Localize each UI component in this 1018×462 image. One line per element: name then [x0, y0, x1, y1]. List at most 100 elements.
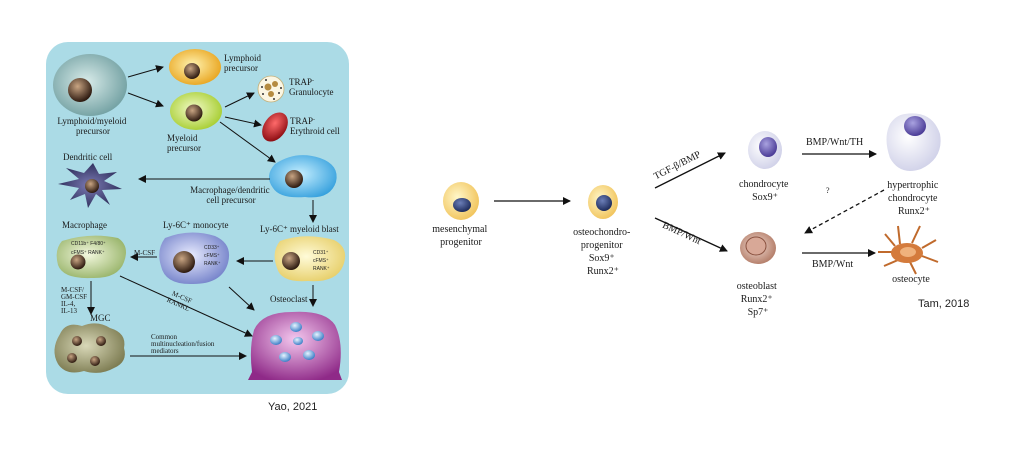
cytokine-label-1: M-CSF/: [61, 286, 84, 294]
left-panel-arrows: [87, 65, 317, 360]
svg-text:chondrocyte Sox9⁺: chondrocyte Sox9⁺: [739, 179, 791, 203]
macrophage-dendritic-precursor-cell: [268, 155, 337, 198]
monocyte-cell: [159, 232, 230, 285]
dendritic-label: Dendritic cell: [63, 152, 113, 162]
svg-text:Lymphoid/myeloid precursor: Lymphoid/myeloid precursor: [57, 116, 128, 136]
svg-text:Myeloid precursor: Myeloid precursor: [167, 133, 201, 153]
svg-text:TRAP- Granulocyte: TRAP- Granulocyte: [289, 74, 333, 97]
arrow-to-mac-dc: [219, 121, 276, 163]
monocyte-marker-2: cFMS⁺: [204, 253, 220, 259]
osteochondro-label-4: Runx2⁺: [587, 266, 619, 277]
arrow-hypertrophic-to-osteoblast: [804, 189, 885, 234]
bmp-wnt-th-label: BMP/Wnt/TH: [806, 137, 863, 148]
svg-text:osteochondro- progenitor: osteochondro- progenitor Sox9⁺ Runx2⁺: [573, 227, 633, 277]
osteochondro-label-3: Sox9⁺: [589, 253, 615, 264]
lymphoid-precursor-cell: [169, 49, 221, 85]
erythroid-trap-label: TRAP: [290, 116, 313, 126]
bmp-wnt-label-1: BMP/Wnt: [660, 220, 702, 247]
mac-dc-label-2: cell precursor: [206, 195, 255, 205]
fusion-label-3: mediators: [151, 347, 179, 355]
mcsf-label: M-CSF: [134, 249, 155, 257]
osteochondroprogenitor-cell: [588, 185, 618, 219]
blast-marker-2: cFMS⁺: [313, 258, 329, 264]
granulocyte-label: Granulocyte: [289, 87, 333, 97]
chondrocyte-label-1: chondrocyte: [739, 179, 789, 190]
cytokine-label-4: IL-13: [61, 307, 77, 315]
svg-text:Macrophage/dendritic cell: Macrophage/dendritic cell precursor: [190, 185, 272, 205]
monocyte-label: Ly-6C⁺ monocyte: [163, 220, 229, 230]
arrow-to-erythroid: [224, 116, 262, 128]
myeloid-label-2: precursor: [167, 143, 201, 153]
svg-text:CD31⁺ cFMS⁺ RANK⁺: CD31⁺ cFMS⁺ RANK⁺: [313, 250, 330, 272]
osteoblast-label-2: Runx2⁺: [741, 294, 773, 305]
svg-text:M-CSF/ GM-CSF IL-4,: M-CSF/ GM-CSF IL-4, IL-13: [61, 286, 89, 315]
monocyte-marker-1: CD33⁺: [204, 245, 220, 251]
granulocyte-cell: [257, 75, 285, 103]
arrow-to-myeloid: [127, 92, 164, 108]
arrow-monocyte-to-osteoclast: [228, 286, 255, 311]
osteoblast-label-3: Sp7⁺: [748, 307, 769, 318]
mesenchymal-label-2: progenitor: [440, 237, 482, 248]
svg-text:CD11b⁺ F4/80⁺ cFMS⁺ RANK⁺: CD11b⁺ F4/80⁺ cFMS⁺ RANK⁺: [71, 241, 107, 256]
question-label: ?: [826, 186, 830, 195]
osteochondro-label-2: progenitor: [581, 240, 623, 251]
myeloid-blast-cell: [274, 236, 346, 282]
svg-text:mesenchymal progenitor: mesenchymal progenitor: [432, 224, 489, 248]
hypertrophic-chondrocyte-cell: [886, 113, 941, 171]
hypertrophic-label-2: chondrocyte: [888, 193, 938, 204]
mesenchymal-progenitor-cell: [443, 182, 479, 220]
macrophage-label: Macrophage: [62, 220, 107, 230]
osteocyte-cell: [878, 225, 939, 275]
arrow-to-lymphoid: [127, 65, 164, 78]
fusion-label-2: multinucleation/fusion: [151, 340, 215, 348]
dendritic-cell: [58, 163, 122, 208]
osteoblast-label-1: osteoblast: [737, 281, 777, 292]
arrow-macrophage-to-osteoclast: [119, 275, 253, 337]
bmp-wnt-label-2: BMP/Wnt: [812, 259, 853, 270]
svg-text:hypertrophic chondrocyte: hypertrophic chondrocyte Runx2⁺: [887, 180, 941, 217]
hypertrophic-label-1: hypertrophic: [887, 180, 939, 191]
mesenchymal-label-1: mesenchymal: [432, 224, 487, 235]
macrophage-marker-1: CD11b⁺ F4/80⁺: [71, 241, 106, 247]
osteochondro-label-1: osteochondro-: [573, 227, 630, 238]
svg-text:osteoblast Runx2⁺ Sp7⁺: osteoblast Runx2⁺ Sp7⁺: [737, 281, 780, 318]
osteoclast-label: Osteoclast: [270, 294, 308, 304]
blast-marker-1: CD31⁺: [313, 250, 329, 256]
right-citation: Tam, 2018: [918, 298, 969, 310]
osteocyte-label: osteocyte: [892, 274, 930, 285]
right-panel-arrows: [494, 150, 885, 257]
arrow-to-chondrocyte: [654, 152, 726, 189]
erythroid-cell: [262, 112, 288, 142]
erythroid-label: Erythroid cell: [290, 126, 340, 136]
mgc-cell: [54, 323, 125, 373]
macrophage-marker-2: cFMS⁺ RANK⁺: [71, 250, 105, 256]
lymphoid-label: Lymphoid: [224, 53, 262, 63]
svg-text:Common multinucleation/fus: Common multinucleation/fusion mediators: [151, 333, 216, 355]
chondrocyte-cell: [748, 131, 782, 169]
lymphoid-myeloid-precursor-cell: [53, 54, 127, 116]
chondrocyte-label-2: Sox9⁺: [752, 192, 778, 203]
fusion-label-1: Common: [151, 333, 178, 341]
granulocyte-trap-label: TRAP: [289, 77, 312, 87]
cytokine-label-3: IL-4,: [61, 300, 75, 308]
monocyte-marker-3: RANK⁺: [204, 261, 221, 267]
arrow-to-granulocyte: [224, 92, 255, 108]
myeloid-blast-label: Ly-6C⁺ myeloid blast: [260, 224, 339, 234]
left-citation: Yao, 2021: [268, 401, 317, 413]
svg-text:CD33⁺ cFMS⁺ RANK⁺: CD33⁺ cFMS⁺ RANK⁺: [204, 245, 221, 267]
mac-dc-label: Macrophage/dendritic: [190, 185, 269, 195]
myeloid-label: Myeloid: [167, 133, 198, 143]
myeloid-precursor-cell: [170, 92, 222, 130]
svg-text:Lymphoid precursor: Lymphoid precursor: [224, 53, 263, 73]
svg-text:TRAP- Erythroid cell: TRAP- Erythroid cell: [290, 113, 340, 136]
osteoblast-cell: [740, 232, 776, 264]
arrow-to-osteoblast: [654, 217, 728, 252]
blast-marker-3: RANK⁺: [313, 266, 330, 272]
lymphoid-myeloid-label: Lymphoid/myeloid: [57, 116, 126, 126]
macrophage-cell: [56, 235, 126, 279]
osteoclast-cell: [248, 311, 342, 380]
lymphoid-myeloid-label-2: precursor: [76, 126, 110, 136]
lymphoid-label-2: precursor: [224, 63, 258, 73]
cytokine-label-2: GM-CSF: [61, 293, 87, 301]
